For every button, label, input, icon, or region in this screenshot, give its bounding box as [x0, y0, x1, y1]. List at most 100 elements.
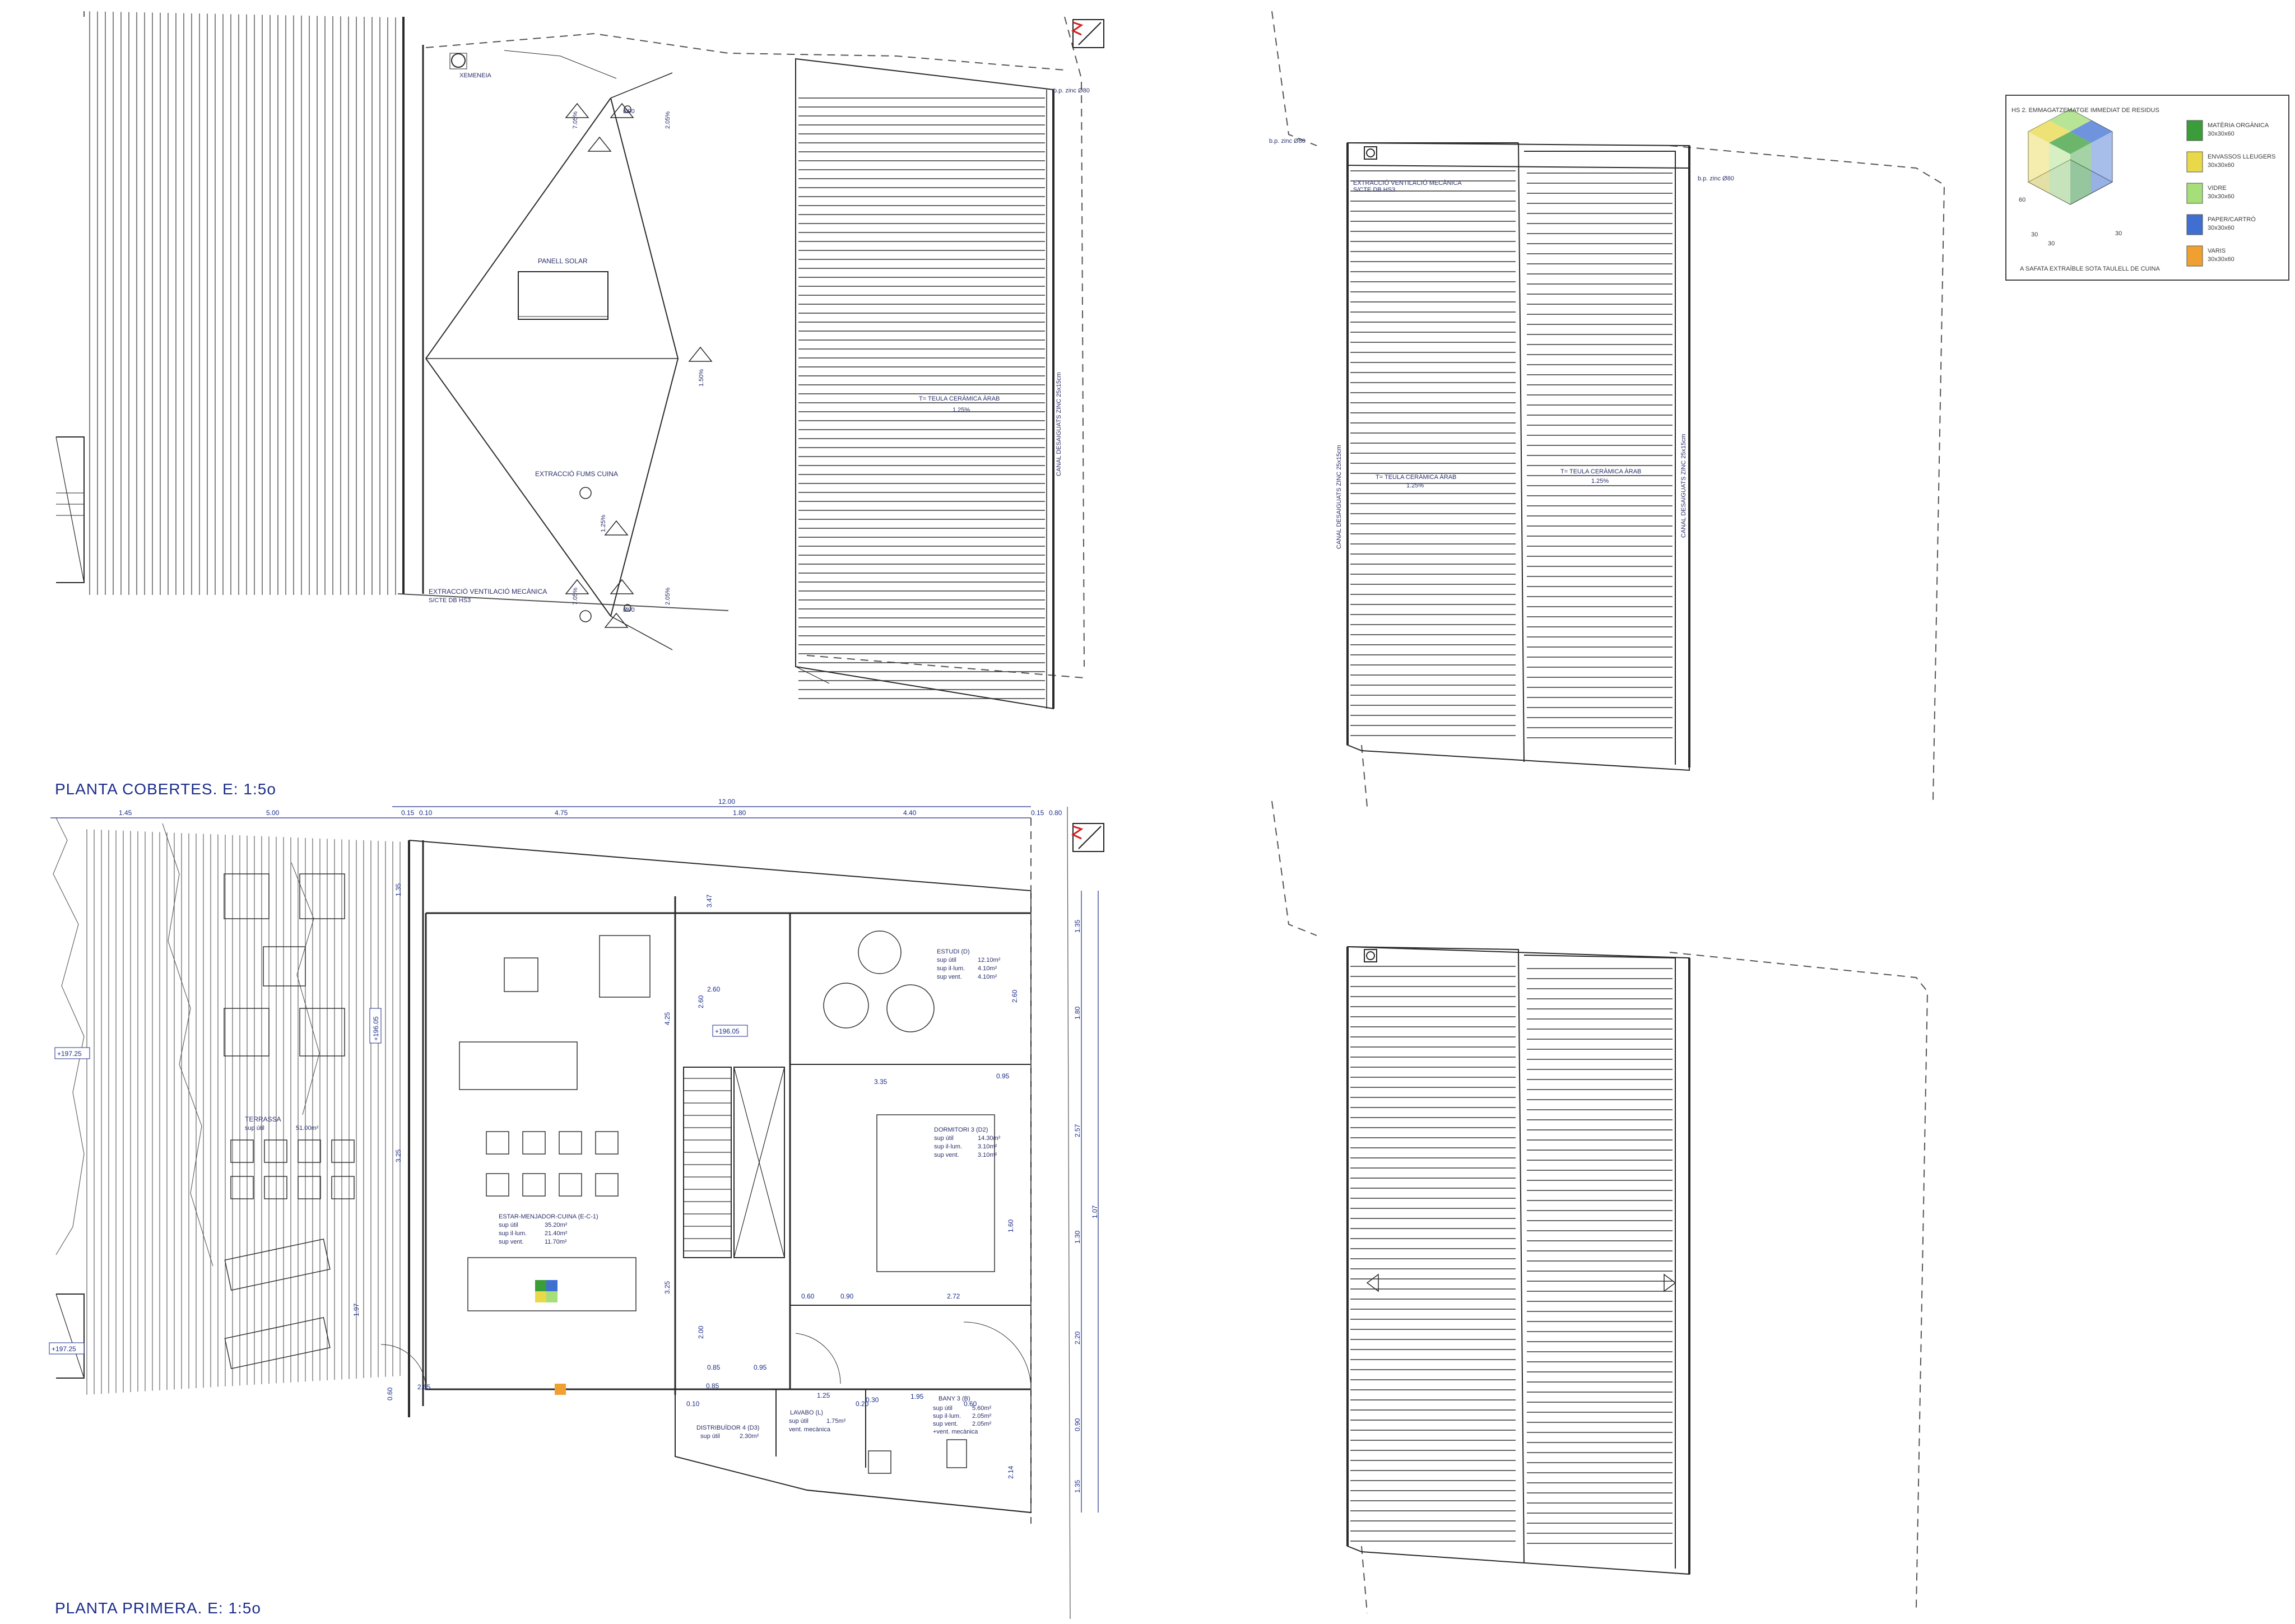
legend-item-name: VARIS	[2208, 248, 2226, 254]
inner-dim-label: 2.72	[947, 1292, 960, 1300]
chimney-shape	[451, 53, 466, 68]
inner-dim-label: 2.60	[707, 985, 721, 993]
roof-slope-4: 1.50%	[698, 369, 705, 387]
roof-terrace-boards	[89, 11, 396, 595]
vertical-dim-label: 2.14	[1007, 1465, 1015, 1479]
room-row-label: sup vent.	[934, 1152, 959, 1158]
room-row-value: 21.40m²	[545, 1230, 568, 1237]
vertical-dim-label: 2.00	[697, 1325, 705, 1339]
roof-vent-sub-label: S/CTE DB HS3	[429, 597, 471, 604]
vertical-dimensions: 4.252.603.252.001.602.602.143.471.97	[352, 894, 1019, 1479]
level-marker-3: +196.05	[372, 1016, 380, 1041]
right-top-extract-sub: S/CTE DB HS3	[1353, 187, 1395, 193]
north-arrow-top	[1072, 19, 1104, 48]
vertical-dim-label: 1.60	[1007, 1219, 1015, 1232]
roof-tiles-hatching	[798, 97, 1045, 699]
solar-panel-shape	[518, 271, 608, 320]
first-floor-title: PLANTA PRIMERA. E: 1:5o	[55, 1599, 261, 1617]
first-floor-plan	[50, 806, 1099, 1620]
terrace-sup-value: 51.00m²	[296, 1125, 319, 1132]
legend-item-name: ENVASSOS LLEUGERS	[2208, 153, 2275, 160]
top-dim-label: 0.10	[419, 809, 433, 817]
hall-label: DISTRIBUÏDOR 4 (D3)	[696, 1425, 759, 1431]
room-row-label: sup útil	[934, 1135, 954, 1142]
room-row-value: 2.05m²	[972, 1413, 992, 1420]
hall-sup-label: sup útil	[700, 1433, 720, 1440]
vertical-dim-label: 3.47	[705, 894, 713, 908]
top-dim-label: 1.45	[119, 809, 132, 817]
room-row-label: +vent. mecànica	[933, 1428, 978, 1435]
north-arrow-bottom-mark	[1071, 825, 1084, 840]
legend-dim-c: 30	[2048, 240, 2055, 247]
right-top-bp-left: b.p. zinc Ø80	[1269, 138, 1306, 145]
right-top-pct-right: 1.25%	[1591, 478, 1609, 485]
right-top-pct-left: 1.25%	[1406, 482, 1424, 489]
legend-item-size: 30x30x60	[2208, 131, 2234, 137]
inner-dim-label: 0.20	[856, 1400, 869, 1408]
vertical-dim-label: 3.25	[663, 1281, 671, 1294]
legend-title: HS 2. EMMAGATZEMATGE IMMEDIAT DE RESIDUS	[2011, 107, 2159, 114]
roof-chimney-label: XEMENEIA	[459, 72, 492, 79]
room-row-value: 35.20m²	[545, 1222, 568, 1229]
roof-tile-label: T= TEULA CERÀMICA ÀRAB	[919, 395, 1000, 402]
right-dim-label: 1.30	[1074, 1230, 1081, 1244]
room-row-value: 3.10m²	[978, 1143, 997, 1150]
terrace-sup-label: sup útil	[245, 1125, 264, 1132]
inner-dim-label: 0.95	[754, 1364, 767, 1371]
legend-item-size: 30x30x60	[2208, 256, 2234, 263]
left-dim-label: 3.25	[394, 1149, 402, 1162]
right-top-tile-right: T= TEULA CERÀMICA ÀRAB	[1560, 468, 1641, 475]
right-dim-label: 1.80	[1074, 1006, 1081, 1020]
top-dim-label: 5.00	[266, 809, 280, 817]
left-dimensions: 1.353.250.60	[386, 883, 402, 1400]
left-dim-label: 0.60	[386, 1387, 394, 1400]
legend-item-name: PAPER/CARTRÓ	[2208, 216, 2256, 223]
roof-vent-label: EXTRACCIÓ VENTILACIÓ MECÀNICA	[429, 587, 547, 595]
right-top-tile-left: T= TEULA CERÀMICA ÀRAB	[1376, 473, 1456, 481]
room-row-value: 1.75m²	[826, 1418, 846, 1425]
room-row-label: sup útil	[499, 1222, 518, 1229]
legend-item-size: 30x30x60	[2208, 193, 2234, 200]
legend-swatch	[2186, 151, 2203, 173]
right-dimensions: 1.351.802.571.302.200.901.351.07	[1074, 919, 1099, 1493]
room-row-value: 3.10m²	[978, 1152, 997, 1158]
bedroom-label: DORMITORI 3 (D2)	[934, 1127, 988, 1133]
level-marker-4: +196.05	[715, 1027, 740, 1035]
right-dim-label: 0.90	[1074, 1418, 1081, 1431]
total-width-dimension: 12.00	[718, 798, 735, 806]
living-room-label: ESTAR-MENJADOR-CUINA (E-C-1)	[499, 1213, 598, 1220]
furniture	[224, 873, 1032, 1474]
hall-sup-value: 2.30m²	[740, 1433, 759, 1440]
vertical-dim-label: 2.60	[697, 995, 705, 1008]
right-dim-label: 1.35	[1074, 1479, 1081, 1493]
right-dim-label: 2.57	[1074, 1124, 1081, 1137]
washroom-label: LAVABO (L)	[790, 1409, 823, 1416]
legend-item-size: 30x30x60	[2208, 162, 2234, 169]
inner-dim-label: 0.30	[866, 1396, 879, 1404]
vertical-dim-label: 1.97	[352, 1303, 360, 1316]
roof-slope-5: 7.05%	[572, 588, 579, 605]
room-row-label: sup il·lum.	[499, 1230, 527, 1237]
inner-dim-label: 0.60	[964, 1400, 977, 1408]
inner-dim-label: 3.35	[874, 1078, 888, 1086]
room-row-label: sup il·lum.	[937, 965, 965, 972]
level-marker-2: +197.25	[52, 1345, 76, 1353]
roof-pipe-label-1: Ø90	[623, 108, 635, 115]
inner-dim-label: 0.85	[707, 1364, 721, 1371]
room-row-label: vent. mecànica	[789, 1426, 831, 1433]
roof-slope-1: 7.05%	[572, 111, 579, 129]
right-top-gutter-left: CANAL DESAIGUATS ZINC 25x15cm	[1336, 445, 1342, 549]
top-dim-label: 4.75	[555, 809, 568, 817]
roof-plan-title: PLANTA COBERTES. E: 1:5o	[55, 780, 276, 798]
inner-dim-label: 1.95	[910, 1393, 924, 1400]
roof-downpipe-label: b.p. zinc Ø80	[1053, 87, 1090, 94]
inner-dim-label: 0.85	[706, 1382, 719, 1390]
room-row-label: sup vent.	[933, 1421, 958, 1427]
right-roof-bottom	[1271, 801, 1929, 1614]
roof-gutter-label: CANAL DESAIGUATS ZINC 25x15cm	[1056, 372, 1062, 476]
study-label: ESTUDI (D)	[937, 948, 970, 955]
vertical-dim-label: 2.60	[1011, 989, 1019, 1003]
